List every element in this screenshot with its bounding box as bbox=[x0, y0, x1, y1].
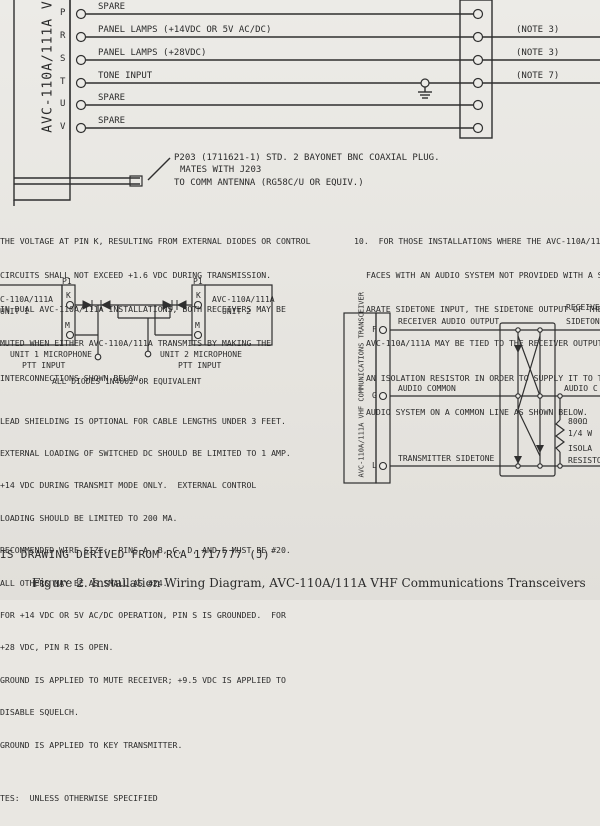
dual-pin-m-2: M bbox=[195, 321, 200, 330]
note-line: ALL OTHERS MAY BE AS SMALL AS #24. bbox=[0, 577, 168, 588]
note-line: +14 VDC DURING TRANSMIT MODE ONLY. EXTER… bbox=[0, 480, 257, 491]
note-9-line: CIRCUITS SHALL NOT EXCEED +1.6 VDC DURIN… bbox=[0, 270, 272, 281]
note-line: DISABLE SQUELCH. bbox=[0, 707, 79, 718]
pin-label-u: SPARE bbox=[98, 93, 126, 103]
dual-unit2-name: AVC-110A/111A bbox=[212, 295, 275, 304]
pin-label-s: PANEL LAMPS (+28VDC) bbox=[98, 48, 207, 58]
coax-line-2: MATES WITH J203 bbox=[180, 165, 262, 175]
notes-list: LEAD SHIELDING IS OPTIONAL FOR CABLE LEN… bbox=[0, 394, 291, 826]
pin-label-t: TONE INPUT bbox=[98, 71, 153, 81]
figure-caption: Figure 2. Installation Wiring Diagram, A… bbox=[32, 576, 586, 590]
pin-label-r: PANEL LAMPS (+14VDC OR 5V AC/DC) bbox=[98, 25, 272, 35]
sidetone-pin-l: L bbox=[372, 461, 377, 470]
note-line: GROUND IS APPLIED TO KEY TRANSMITTER. bbox=[0, 739, 183, 750]
sidetone-right-receive: RECEIVE bbox=[566, 303, 600, 312]
note-10-line: 10. FOR THOSE INSTALLATIONS WHERE THE AV… bbox=[354, 235, 600, 246]
sidetone-pin-f: F bbox=[372, 325, 377, 334]
note-9-line: MUTED WHEN EITHER AVC-110A/111A TRANSMIT… bbox=[0, 338, 272, 349]
dual-mic2-line2: PTT INPUT bbox=[178, 361, 222, 370]
dual-mic1-line2: PTT INPUT bbox=[22, 361, 66, 370]
note-10-line: AUDIO SYSTEM ON A COMMON LINE AS SHOWN B… bbox=[366, 406, 588, 417]
resistor-wattage: 1/4 W bbox=[568, 429, 593, 438]
note-line: +28 VDC, PIN R IS OPEN. bbox=[0, 642, 114, 653]
note-r: (NOTE 3) bbox=[516, 25, 560, 35]
sidetone-pin-g: G bbox=[372, 391, 377, 400]
pin-letter-s: S bbox=[60, 54, 66, 64]
note-10-line: FACES WITH AN AUDIO SYSTEM NOT PROVIDED … bbox=[366, 270, 600, 281]
note-line: TES: UNLESS OTHERWISE SPECIFIED bbox=[0, 793, 158, 804]
dual-p1-right: P1 bbox=[193, 277, 203, 286]
pin-letter-p: P bbox=[60, 8, 66, 18]
note-line: LEAD SHIELDING IS OPTIONAL FOR CABLE LEN… bbox=[0, 415, 286, 426]
note-9-line: INTERCONNECTIONS SHOWN BELOW. bbox=[0, 372, 143, 383]
sidetone-transmitter-sidetone: TRANSMITTER SIDETONE bbox=[398, 454, 495, 463]
note-s: (NOTE 3) bbox=[516, 48, 560, 58]
dual-pin-m-1: M bbox=[65, 321, 70, 330]
note-9-line: IN DUAL AVC-110A/111A INSTALLATIONS, BOT… bbox=[0, 304, 286, 315]
pin-letter-u: U bbox=[60, 99, 66, 109]
note-10-line: ARATE SIDETONE INPUT, THE SIDETONE OUTPU… bbox=[366, 304, 600, 315]
note-10-line: AN ISOLATION RESISTOR IN ORDER TO SUPPLY… bbox=[366, 372, 600, 383]
resistor-value: 800Ω bbox=[568, 417, 588, 426]
note-line: LOADING SHOULD BE LIMITED TO 200 MA. bbox=[0, 512, 178, 523]
note-line: EXTERNAL LOADING OF SWITCHED DC SHOULD B… bbox=[0, 447, 291, 458]
dual-mic1-line1: UNIT 1 MICROPHONE bbox=[10, 350, 92, 359]
note-line: FOR +14 VDC OR 5V AC/DC OPERATION, PIN S… bbox=[0, 609, 286, 620]
dual-unit1-label: UNIT 1 bbox=[0, 307, 29, 316]
note-line: GROUND IS APPLIED TO MUTE RECEIVER; +9.5… bbox=[0, 674, 286, 685]
derived-from-text: IS DRAWING DERIVED FROM RCA 1717777 (J) bbox=[0, 548, 270, 561]
isolation-label-2: RESISTO bbox=[568, 456, 600, 465]
note-9-paragraph: THE VOLTAGE AT PIN K, RESULTING FROM EXT… bbox=[0, 213, 311, 407]
sidetone-right-sidetone: SIDETON bbox=[566, 317, 600, 326]
dual-pin-k-1: K bbox=[66, 291, 71, 300]
pin-letter-r: R bbox=[60, 31, 66, 41]
note-10-paragraph: 10. FOR THOSE INSTALLATIONS WHERE THE AV… bbox=[354, 213, 600, 441]
sidetone-transceiver-label: AVC-110A/111A VHF COMMUNICATIONS TRANSCE… bbox=[357, 292, 366, 478]
unit-title-vertical: AVC-110A/111A V bbox=[40, 0, 56, 133]
coax-line-3: TO COMM ANTENNA (RG58C/U OR EQUIV.) bbox=[174, 178, 364, 188]
note-10-line: AVC-110A/111A MAY BE TIED TO THE RECEIVE… bbox=[366, 338, 600, 349]
sidetone-audio-common: AUDIO COMMON bbox=[398, 384, 456, 393]
coax-line-1: P203 (1711621-1) STD. 2 BAYONET BNC COAX… bbox=[174, 153, 440, 163]
sidetone-receiver-audio: RECEIVER AUDIO OUTPUT bbox=[398, 317, 500, 326]
scanned-page: AVC-110A/111A V P R S T U V SPARE PANEL … bbox=[0, 0, 600, 803]
sidetone-right-audio-common: AUDIO C bbox=[564, 384, 598, 393]
dual-diodes-note: ALL DIODES 1N4002 OR EQUIVALENT bbox=[52, 377, 202, 386]
pin-label-p: SPARE bbox=[98, 2, 126, 12]
dual-unit2-label: UNIT 2 bbox=[222, 307, 251, 316]
note-9-line: THE VOLTAGE AT PIN K, RESULTING FROM EXT… bbox=[0, 235, 311, 246]
note-line: RECOMMENDED WIRE SIZE: PINS A, B, C, D, … bbox=[0, 545, 291, 556]
pin-label-v: SPARE bbox=[98, 116, 126, 126]
note-t: (NOTE 7) bbox=[516, 71, 560, 81]
dual-unit1-name: C-110A/111A bbox=[0, 295, 53, 304]
pin-letter-t: T bbox=[60, 77, 66, 87]
dual-pin-k-2: K bbox=[196, 291, 201, 300]
pin-letter-v: V bbox=[60, 122, 66, 132]
dual-p1-left: P1 bbox=[62, 277, 72, 286]
isolation-label-1: ISOLA bbox=[568, 444, 593, 453]
wiring-diagram bbox=[0, 0, 600, 484]
dual-mic2-line1: UNIT 2 MICROPHONE bbox=[160, 350, 242, 359]
